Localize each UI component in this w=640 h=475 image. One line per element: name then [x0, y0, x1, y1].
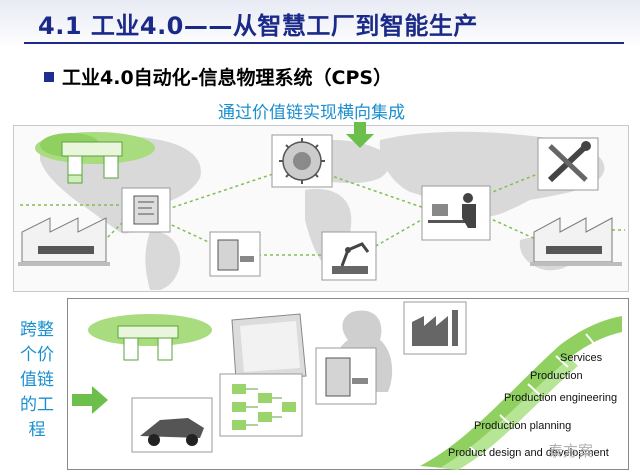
machine-station-icon — [209, 231, 261, 277]
ladder-step-label: Production planning — [474, 420, 572, 432]
tools-icon — [537, 137, 599, 191]
title-rule — [24, 42, 624, 44]
arrow-down-icon — [346, 122, 374, 148]
milling-cutter-icon — [271, 134, 333, 188]
side-label-line: 值链 — [20, 370, 54, 390]
side-label-line: 的工 — [20, 395, 54, 415]
side-label-line: 个价 — [20, 345, 54, 365]
ladder-step-label: Services — [560, 352, 603, 364]
factory-icon — [18, 217, 110, 266]
cloud-with-machine-icon — [88, 314, 212, 361]
slide-title: 4.1 工业4.0——从智慧工厂到智能生产 — [38, 12, 478, 40]
title-bar — [0, 0, 640, 48]
ladder-step-label: Production engineering — [504, 392, 618, 404]
arrow-right-icon — [72, 386, 108, 414]
ladder-step-label: Production — [530, 370, 583, 382]
side-label-line: 程 — [28, 420, 46, 440]
cloud-with-machine-icon — [35, 132, 155, 184]
robot-arm-icon — [321, 231, 377, 281]
process-ramp — [420, 316, 622, 470]
watermark: 泰方案 — [548, 442, 594, 460]
factory-icon — [530, 217, 622, 266]
engineer-at-desk-icon — [421, 185, 491, 241]
factory-icon — [403, 301, 467, 355]
block-diagram-icon — [219, 373, 303, 437]
horizontal-integration-label: 通过价值链实现横向集成 — [218, 103, 405, 123]
bullet-square-icon — [44, 72, 54, 82]
race-car-icon — [131, 397, 213, 453]
document-icon — [121, 187, 171, 233]
side-label-line: 跨整 — [20, 320, 54, 340]
machine-station-icon — [315, 347, 377, 405]
ladder-step-label: Product design and development — [448, 447, 609, 459]
end-to-end-engineering-label: 跨整 个价 值链 的工 程 — [10, 318, 64, 443]
bullet-text: 工业4.0自动化-信息物理系统（CPS） — [62, 67, 393, 89]
